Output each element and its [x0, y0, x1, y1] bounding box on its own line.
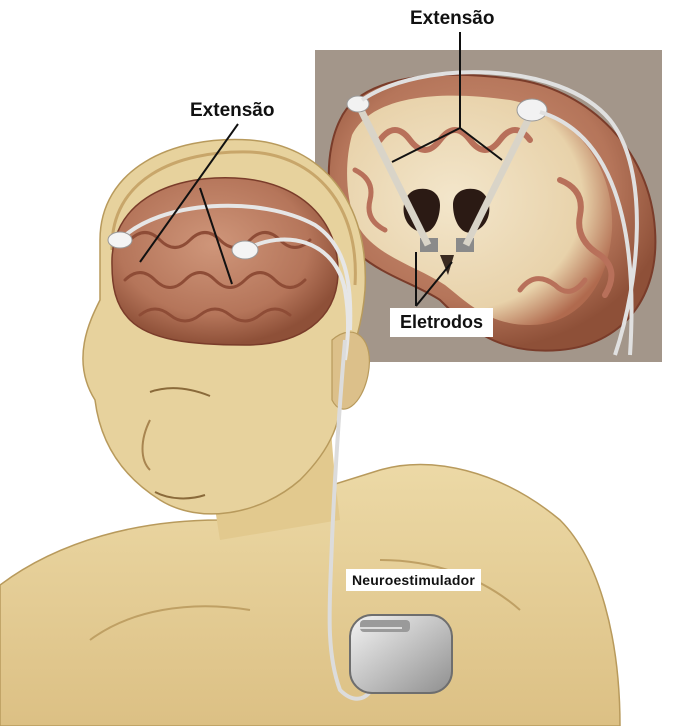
head-burr-cap-right [232, 241, 258, 259]
label-extension-left: Extensão [190, 100, 274, 122]
neurostimulator-device [350, 615, 452, 693]
label-neurostimulator: Neuroestimulador [346, 569, 481, 591]
label-extension-top: Extensão [410, 8, 494, 30]
head-burr-cap-left [108, 232, 132, 248]
device-header [360, 620, 410, 632]
label-electrodes: Eletrodos [390, 308, 493, 337]
burr-cap-right [517, 99, 547, 121]
ear [332, 332, 369, 409]
